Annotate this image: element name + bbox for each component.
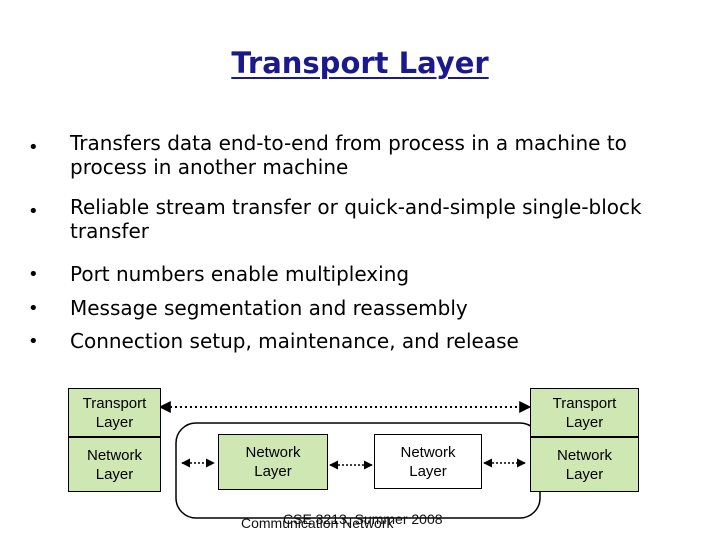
- bullet-item: Transfers data end-to-end from process i…: [28, 131, 698, 185]
- bullet-item: Message segmentation and reassembly: [28, 292, 698, 326]
- bullet-text: Reliable stream transfer or quick-and-si…: [70, 194, 642, 243]
- left-network-layer-box: Network Layer: [68, 437, 161, 492]
- right-network-layer-box: Network Layer: [530, 437, 639, 492]
- box-label: Transport Layer: [82, 394, 147, 431]
- bullet-item: Reliable stream transfer or quick-and-si…: [28, 195, 698, 249]
- bullet-list: Transfers data end-to-end from process i…: [28, 131, 698, 359]
- bullet-item: Port numbers enable multiplexing: [28, 258, 698, 292]
- bullet-item: Connection setup, maintenance, and relea…: [28, 325, 698, 359]
- slide-title: Transport Layer: [0, 46, 720, 80]
- footer-course-text: CSE 3213, Summer 2008: [283, 511, 443, 527]
- slide-title-text: Transport Layer: [231, 46, 489, 80]
- bullet-text: Port numbers enable multiplexing: [70, 262, 410, 286]
- footer-network-text: Communication Network: [241, 515, 394, 531]
- bullet-text: Connection setup, maintenance, and relea…: [70, 329, 519, 353]
- bullet-text: Message segmentation and reassembly: [70, 295, 468, 320]
- box-label: Network Layer: [245, 444, 301, 480]
- box-label: Network Layer: [400, 443, 456, 480]
- box-label: Transport Layer: [552, 394, 617, 431]
- router1-network-layer-box: Network Layer: [218, 434, 328, 490]
- left-transport-layer-box: Transport Layer: [68, 388, 161, 437]
- right-transport-layer-box: Transport Layer: [530, 388, 639, 437]
- box-label: Network Layer: [86, 446, 142, 483]
- box-label: Network Layer: [556, 446, 612, 483]
- router2-network-layer-box: Network Layer: [374, 434, 482, 489]
- bullet-text: Transfers data end-to-end from process i…: [70, 131, 627, 179]
